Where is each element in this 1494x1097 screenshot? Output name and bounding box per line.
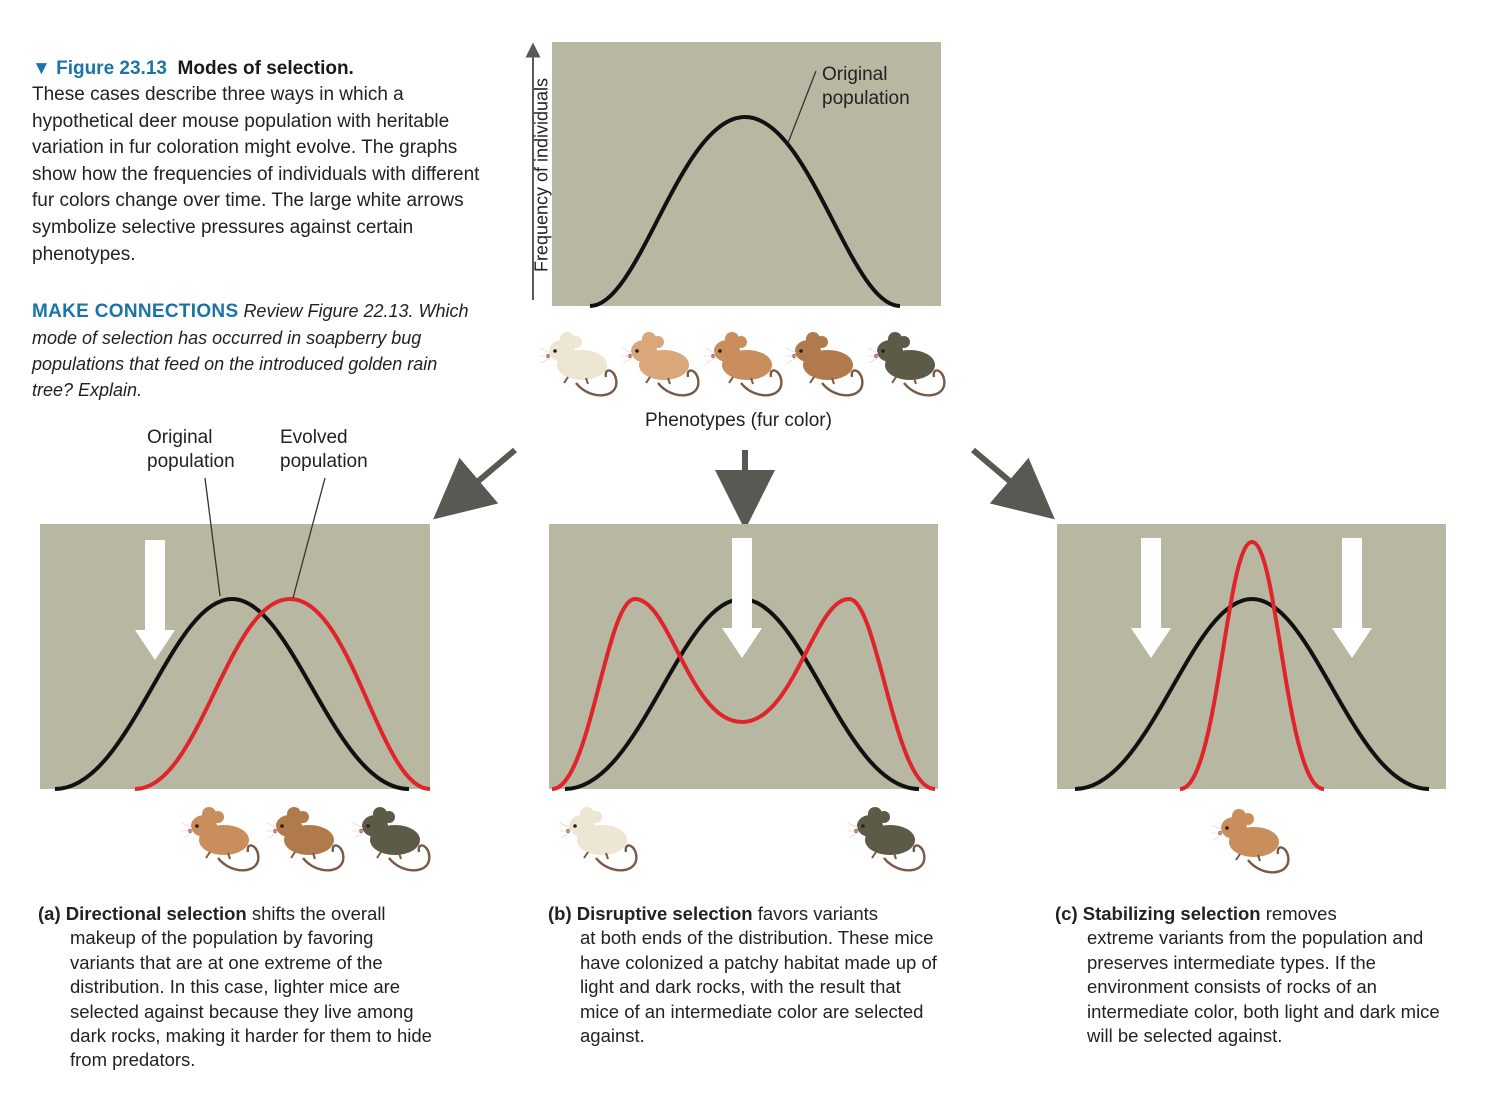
panel-b-description: (b) Disruptive selection favors variants… (548, 902, 943, 1048)
mouse-tan-dark-icon (264, 805, 345, 872)
top-curve-label-line2: population (822, 88, 910, 109)
mouse-tan-icon (702, 330, 783, 397)
figure-heading: ▼ Figure 23.13 Modes of selection. (32, 56, 482, 82)
panel-b-evolved-curve (551, 596, 936, 791)
top-panel-background (552, 42, 941, 306)
panel-a-original-label: Original population (147, 426, 235, 474)
panel-a-text-rest: makeup of the population by favoring var… (70, 927, 432, 1071)
mouse-tan-light-icon (619, 330, 700, 397)
panel-a-mice (179, 805, 431, 872)
panel-c-letter: (c) (1055, 903, 1078, 924)
panel-b-text-first: favors variants (757, 903, 879, 924)
panel-b-text-rest: at both ends of the distribution. These … (580, 927, 937, 1047)
figure-description: These cases describe three ways in which… (32, 84, 480, 265)
make-connections-heading: MAKE CONNECTIONS (32, 301, 239, 322)
panel-b-letter: (b) (548, 903, 572, 924)
panel-a-background (40, 524, 430, 789)
panel-a-evolved-label: Evolved population (280, 426, 368, 474)
panel-b-mice (557, 805, 926, 872)
panel-c-description: (c) Stabilizing selection removes extrem… (1055, 902, 1450, 1048)
panel-c-graph (1057, 524, 1446, 791)
x-axis-label: Phenotypes (fur color) (645, 410, 832, 431)
panel-a-letter: (a) (38, 903, 61, 924)
mouse-light-icon (557, 805, 638, 872)
top-panel: Original population (525, 42, 941, 308)
white-arrow-icon (722, 538, 762, 658)
make-connections: MAKE CONNECTIONS Review Figure 22.13. Wh… (32, 298, 482, 403)
mouse-tan-icon (179, 805, 260, 872)
panel-a-evolved-curve (134, 596, 431, 791)
mouse-tan-icon (1209, 807, 1290, 874)
panel-a-evolved-label-line1: Evolved (280, 427, 348, 448)
panel-a-term: Directional selection (65, 903, 247, 924)
figure-title: Modes of selection. (177, 58, 354, 79)
panel-a-evolved-leader (292, 477, 326, 599)
branch-arrows (433, 447, 1055, 530)
mouse-dark-icon (350, 805, 431, 872)
panel-a-evolved-label-line2: population (280, 451, 368, 472)
panel-c-original-curve (1074, 596, 1430, 791)
panel-a-original-curve (54, 596, 410, 791)
panel-c-text-rest: extreme variants from the population and… (1087, 927, 1440, 1047)
figure-caption: ▼ Figure 23.13 Modes of selection. These… (32, 56, 482, 268)
make-connections-text: Review Figure 22.13. Which mode of selec… (32, 301, 469, 400)
panel-c-evolved-curve (1179, 539, 1325, 791)
panel-c-text-first: removes (1265, 903, 1337, 924)
arrow-to-stabilizing-icon (971, 447, 1055, 520)
mouse-dark-icon (865, 330, 946, 397)
top-curve-label-line1: Original (822, 64, 887, 85)
panel-c-background (1057, 524, 1446, 789)
panel-a-original-label-line1: Original (147, 427, 213, 448)
panel-b-graph (549, 524, 938, 791)
panel-a-text-first: shifts the overall (251, 903, 386, 924)
panel-a-description: (a) Directional selection shifts the ove… (38, 902, 433, 1073)
white-arrow-icon (1131, 538, 1171, 658)
arrow-to-directional-icon (433, 447, 517, 520)
top-mice-row (537, 330, 946, 397)
mouse-tan-dark-icon (783, 330, 864, 397)
figure-number: ▼ Figure 23.13 (32, 58, 167, 79)
original-population-curve (589, 114, 901, 308)
white-arrow-icon (135, 540, 175, 660)
top-curve-leader-line (787, 70, 817, 144)
panel-a-graph (40, 477, 431, 791)
mouse-dark-icon (845, 805, 926, 872)
panel-c-term: Stabilizing selection (1082, 903, 1261, 924)
panel-a-original-leader (204, 477, 221, 597)
panel-a-original-label-line2: population (147, 451, 235, 472)
panel-c-mice (1209, 807, 1290, 874)
white-arrow-icon (1332, 538, 1372, 658)
mouse-light-icon (537, 330, 618, 397)
panel-b-term: Disruptive selection (576, 903, 753, 924)
y-axis-label: Frequency of individuals (531, 77, 552, 273)
